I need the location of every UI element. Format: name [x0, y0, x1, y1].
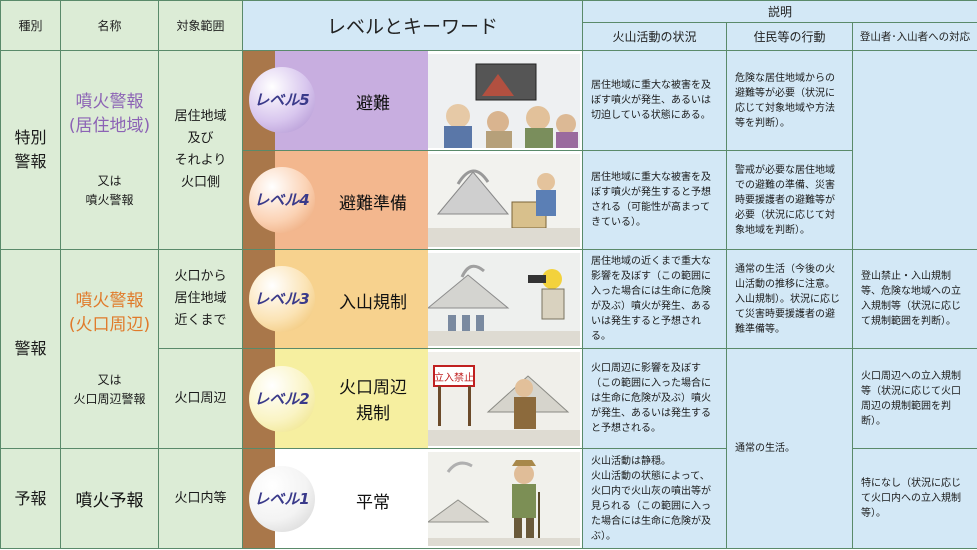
- level-3-cell: レベル3 入山規制: [242, 249, 583, 349]
- name-forecast-main: 噴火予報: [75, 491, 144, 511]
- volcano-status-l4: 居住地域に重大な被害を及ぼす噴火が発生すると予想される（可能性が高まってきている…: [582, 150, 727, 250]
- level-4-badge-label: レベル4: [254, 191, 310, 209]
- volcano-status-l1: 火山活動は静穏。 火山活動の状態によって、火口内で火山灰の噴出等が見られる（この…: [582, 448, 727, 549]
- scope-l1: 火口内等: [158, 448, 243, 549]
- level-5-badge: レベル5: [249, 67, 315, 133]
- header-name: 名称: [60, 0, 159, 51]
- climber-response-l1: 特になし（状況に応じて火口内への立入規制等）。: [851, 448, 977, 549]
- name-special: 噴火警報 (居住地域) 又は 噴火警報: [60, 50, 159, 250]
- level-2-badge: レベル2: [249, 366, 315, 432]
- level-5-cell: レベル5 避難: [242, 50, 583, 151]
- scope-special: 居住地域 及び それより 火口側: [158, 50, 243, 250]
- climber-response-l45: [851, 50, 977, 250]
- no-entry-sign-text: 立入禁止: [434, 371, 474, 384]
- climber-response-l2: 火口周辺への立入規制等（状況に応じて火口周辺の規制範囲を判断）。: [851, 348, 977, 449]
- level-4-badge: レベル4: [249, 167, 315, 233]
- volcano-status-l3: 居住地域の近くまで重大な影響を及ぼす（この範囲に入った場合には生命に危険が及ぶ）…: [582, 249, 727, 349]
- header-resident-action: 住民等の行動: [726, 22, 853, 51]
- header-volcano-status: 火山活動の状況: [582, 22, 727, 51]
- normal-scene-image: [426, 452, 580, 546]
- level-5-badge-label: レベル5: [254, 91, 310, 109]
- evacuation-illustration: [428, 54, 580, 148]
- crater-restriction-illustration: 立入禁止: [428, 352, 580, 446]
- normal-illustration: [426, 452, 580, 546]
- level-1-keyword: 平常: [356, 493, 390, 513]
- resident-action-l12: 通常の生活。: [726, 348, 853, 549]
- entry-restriction-scene-image: [426, 253, 580, 346]
- entry-restriction-illustration: [426, 253, 580, 346]
- name-special-alt: 又は 噴火警報: [85, 174, 134, 207]
- crater-restriction-scene-image: 立入禁止: [428, 352, 580, 446]
- level-2-cell: レベル2 火口周辺 規制 立入禁止: [242, 348, 583, 449]
- volcano-status-l2: 火口周辺に影響を及ぼす（この範囲に入った場合には生命に危険が及ぶ）噴火が発生、あ…: [582, 348, 727, 449]
- climber-response-l3: 登山禁止・入山規制等、危険な地域への立入規制等（状況に応じて規制範囲を判断）。: [851, 249, 977, 349]
- level-3-badge-label: レベル3: [254, 290, 310, 308]
- name-warning-main: 噴火警報 (火口周辺): [68, 291, 151, 335]
- header-level-keyword: レベルとキーワード: [242, 0, 583, 51]
- resident-action-l5: 危険な居住地域からの避難等が必要（状況に応じて対象地域や方法等を判断）。: [726, 50, 853, 151]
- header-type: 種別: [0, 0, 61, 51]
- header-scope: 対象範囲: [158, 0, 243, 51]
- name-warning: 噴火警報 (火口周辺) 又は 火口周辺警報: [60, 249, 159, 449]
- scope-l3: 火口から 居住地域 近くまで: [158, 249, 243, 349]
- name-warning-alt: 又は 火口周辺警報: [73, 373, 146, 406]
- level-4-keyword: 避難準備: [339, 194, 407, 214]
- header-explanation: 説明: [581, 0, 977, 23]
- volcano-status-l5: 居住地域に重大な被害を及ぼす噴火が発生、あるいは切迫している状態にある。: [582, 50, 727, 151]
- name-forecast: 噴火予報: [60, 448, 159, 549]
- evacuation-prep-scene-image: [428, 154, 580, 247]
- scope-l2: 火口周辺: [158, 348, 243, 449]
- level-4-cell: レベル4 避難準備: [242, 150, 583, 250]
- resident-action-l3: 通常の生活（今後の火山活動の推移に注意。入山規制）。状況に応じて災害時要援護者の…: [726, 249, 853, 349]
- resident-action-l4: 警戒が必要な居住地域での避難の準備、災害時要援護者の避難等が必要（状況に応じて対…: [726, 150, 853, 250]
- category-warning: 警報: [0, 249, 61, 449]
- category-forecast: 予報: [0, 448, 61, 549]
- level-5-keyword: 避難: [356, 94, 390, 114]
- level-2-keyword: 火口周辺 規制: [339, 378, 407, 424]
- name-special-main: 噴火警報 (居住地域): [68, 92, 151, 136]
- level-3-badge: レベル3: [249, 266, 315, 332]
- level-1-badge: レベル1: [249, 466, 315, 532]
- evacuation-prep-illustration: [428, 154, 580, 247]
- category-special-warning: 特別 警報: [0, 50, 61, 250]
- level-1-cell: レベル1 平常: [242, 448, 583, 549]
- level-3-keyword: 入山規制: [339, 293, 407, 313]
- evacuation-scene-image: [428, 54, 580, 148]
- header-climber-response: 登山者･入山者への対応: [851, 22, 977, 51]
- level-2-badge-label: レベル2: [254, 390, 310, 408]
- level-1-badge-label: レベル1: [254, 490, 310, 508]
